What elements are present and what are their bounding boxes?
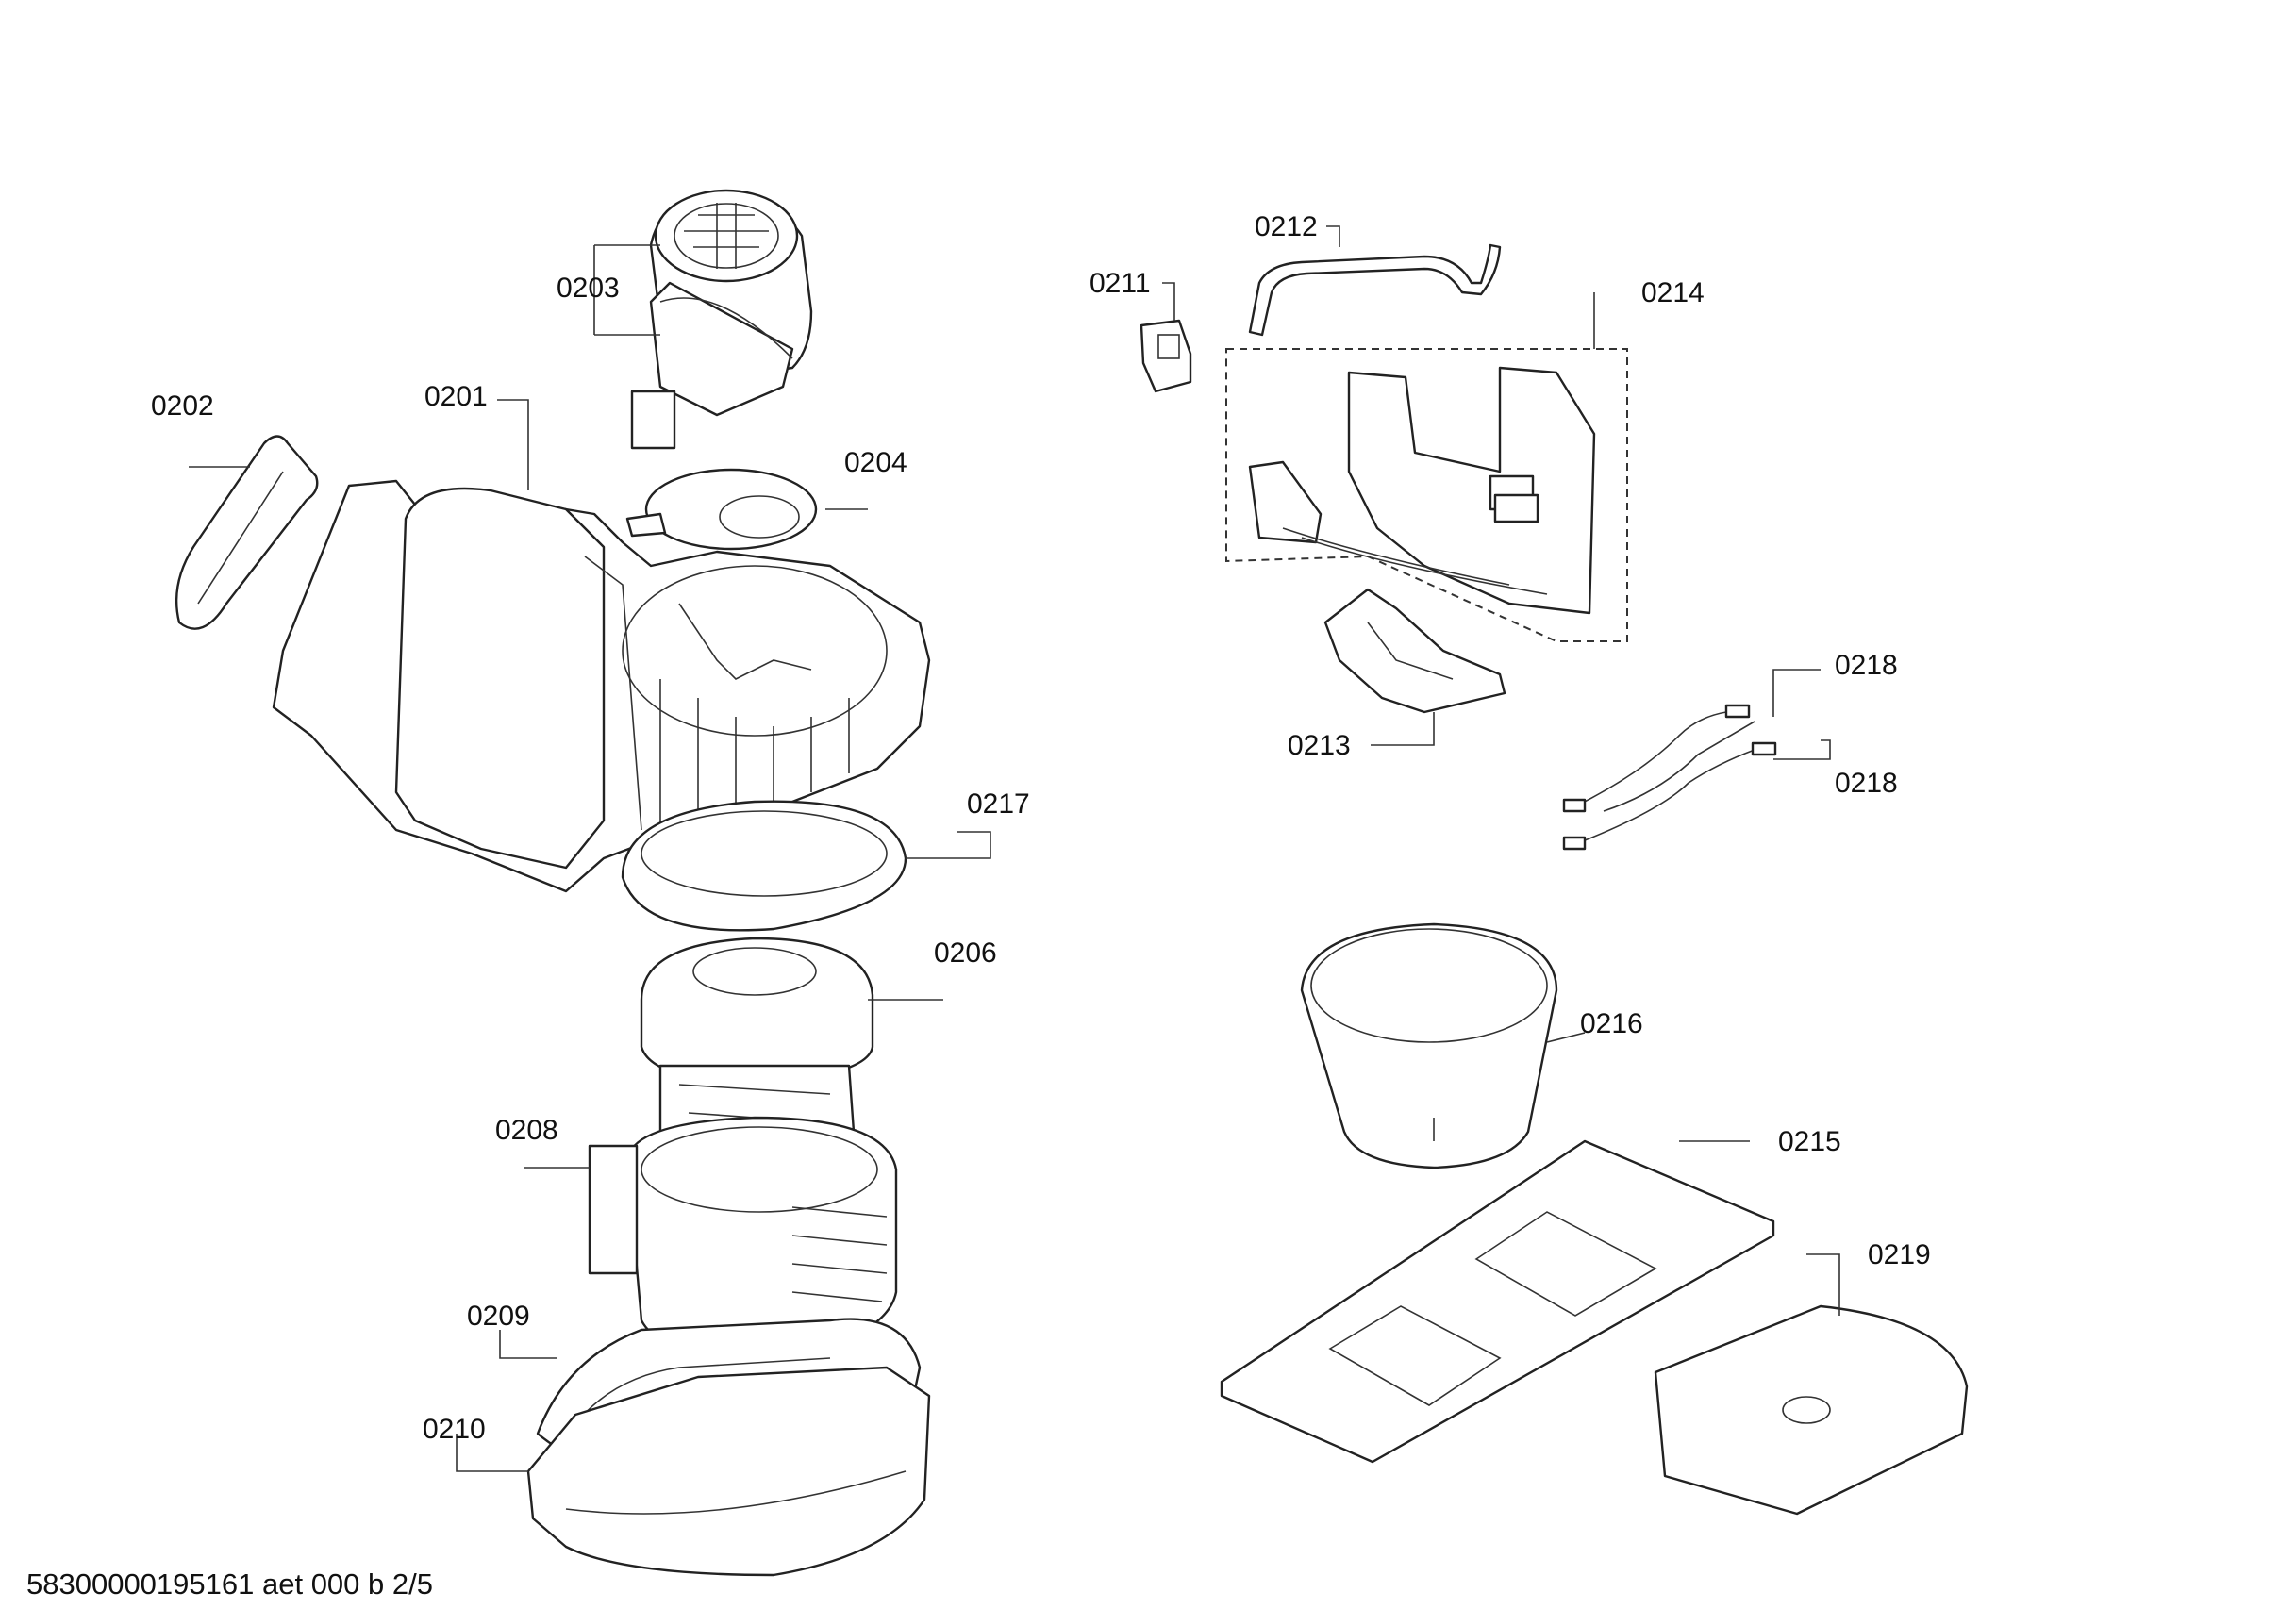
label-0213: 0213 bbox=[1288, 730, 1351, 761]
label-0203: 0203 bbox=[557, 273, 620, 304]
part-0212-hose bbox=[1248, 243, 1502, 337]
label-0202: 0202 bbox=[151, 390, 214, 422]
label-0214: 0214 bbox=[1641, 277, 1705, 308]
part-0211-switch bbox=[1140, 319, 1192, 393]
part-0208-motor-housing bbox=[588, 1116, 898, 1360]
leader-lines bbox=[189, 225, 1840, 1472]
part-0201-main-housing bbox=[272, 479, 931, 893]
document-footer-code: 58300000195161 aet 000 b 2/5 bbox=[26, 1568, 433, 1601]
part-0217-seal-ring bbox=[621, 800, 907, 932]
label-0218-bottom: 0218 bbox=[1835, 768, 1898, 799]
part-0210-base bbox=[526, 1366, 931, 1577]
part-0214-electronics-board bbox=[1225, 348, 1628, 642]
part-0218-wires bbox=[1562, 704, 1777, 851]
label-0204: 0204 bbox=[844, 447, 907, 478]
part-0204-ring bbox=[625, 468, 818, 551]
label-0210: 0210 bbox=[423, 1414, 486, 1445]
part-0202-handle bbox=[175, 435, 319, 630]
label-0209: 0209 bbox=[467, 1301, 530, 1332]
label-0218-top: 0218 bbox=[1835, 650, 1898, 681]
label-0208: 0208 bbox=[495, 1115, 558, 1146]
part-0203-vent-grille bbox=[630, 189, 813, 450]
label-0212: 0212 bbox=[1255, 211, 1318, 242]
label-0215: 0215 bbox=[1778, 1126, 1841, 1157]
label-0211: 0211 bbox=[1090, 268, 1151, 299]
part-0219-filter-pad bbox=[1654, 1304, 1969, 1516]
label-0206: 0206 bbox=[934, 937, 997, 969]
part-0216-bucket bbox=[1300, 922, 1558, 1169]
label-0216: 0216 bbox=[1580, 1008, 1643, 1039]
part-0213-bracket bbox=[1323, 588, 1506, 714]
label-0219: 0219 bbox=[1868, 1239, 1931, 1270]
label-0201: 0201 bbox=[424, 381, 488, 412]
part-0215-filter-frame bbox=[1220, 1139, 1775, 1464]
label-0217: 0217 bbox=[967, 788, 1030, 820]
